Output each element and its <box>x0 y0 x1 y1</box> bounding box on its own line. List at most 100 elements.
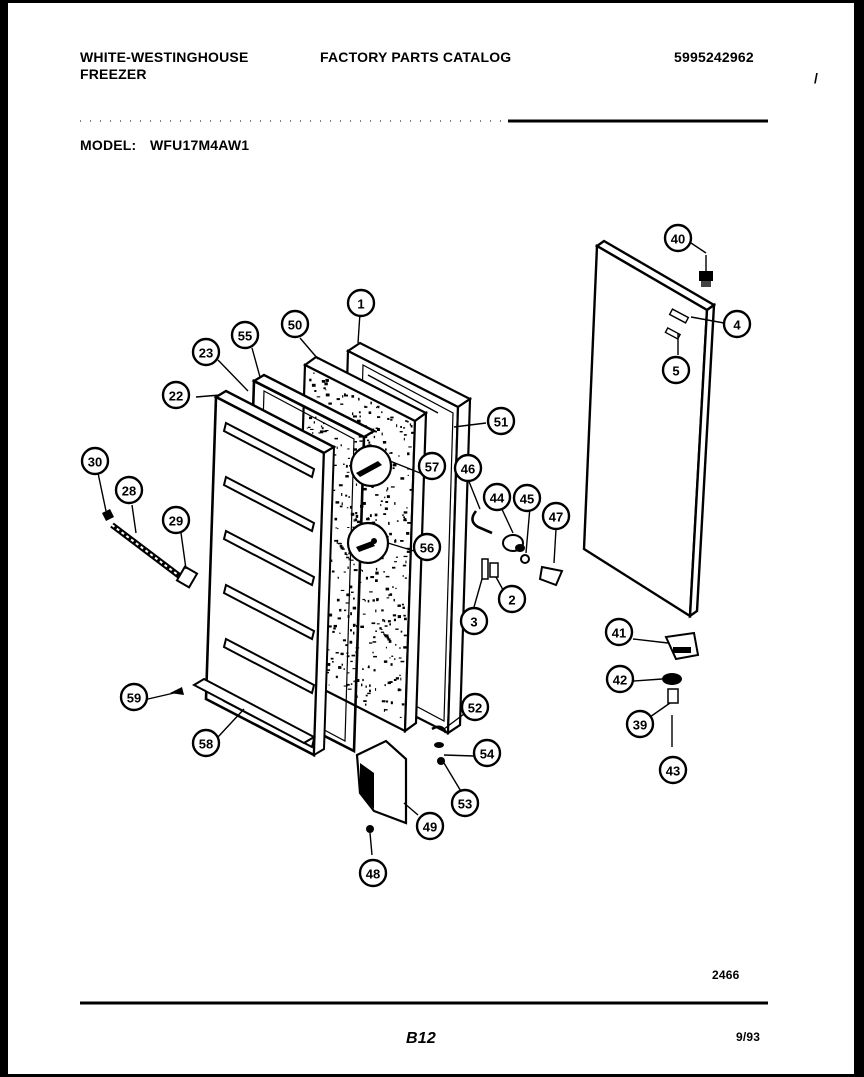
foam-speck <box>341 502 343 506</box>
foam-speck <box>375 427 379 429</box>
callout-55: 55 <box>230 320 260 350</box>
foam-speck <box>371 622 376 625</box>
foam-speck <box>354 441 357 443</box>
foam-speck <box>347 566 349 569</box>
foam-speck <box>387 681 391 685</box>
foam-speck <box>393 679 397 681</box>
foam-speck <box>392 463 397 467</box>
foam-speck <box>306 427 308 429</box>
foam-speck <box>373 669 376 672</box>
callout-label: 48 <box>366 867 380 882</box>
foam-speck <box>332 630 335 633</box>
foam-speck <box>361 569 363 572</box>
foam-speck <box>328 684 330 686</box>
foam-speck <box>403 427 406 429</box>
callout-label: 55 <box>238 329 252 344</box>
handle-rod-assembly <box>102 509 199 589</box>
margin-mark: / <box>814 70 818 86</box>
foam-speck <box>340 403 344 405</box>
foam-speck <box>408 446 412 448</box>
foam-speck <box>340 652 344 656</box>
foam-speck <box>374 513 378 517</box>
foam-speck <box>394 561 397 563</box>
foam-speck <box>349 559 354 561</box>
foam-speck <box>335 652 339 654</box>
foam-speck <box>389 681 393 683</box>
foam-speck <box>399 431 403 433</box>
foam-speck <box>384 507 388 510</box>
foam-speck <box>389 532 392 536</box>
foam-speck <box>373 435 376 439</box>
foam-speck <box>403 614 406 617</box>
foam-speck <box>349 585 353 589</box>
foam-speck <box>328 625 332 628</box>
foam-speck <box>395 628 399 630</box>
foam-speck <box>347 448 350 450</box>
foam-speck <box>395 644 397 646</box>
callout-49: 49 <box>415 811 445 841</box>
foam-speck <box>382 441 387 444</box>
callout-30: 30 <box>80 446 110 476</box>
foam-speck <box>336 398 340 401</box>
shelf-rail <box>222 475 316 533</box>
foam-speck <box>384 684 386 687</box>
callout-label: 4 <box>733 318 741 333</box>
foam-speck <box>333 624 337 628</box>
foam-speck <box>386 495 390 498</box>
foam-speck <box>393 598 395 602</box>
foam-speck <box>395 677 399 680</box>
foam-speck <box>351 654 356 657</box>
callout-label: 56 <box>420 541 434 556</box>
foam-speck <box>372 599 375 602</box>
foam-speck <box>385 501 389 503</box>
foam-speck <box>353 631 355 635</box>
foam-speck <box>381 411 383 414</box>
callout-label: 47 <box>549 510 563 525</box>
foam-speck <box>334 437 338 440</box>
foam-speck <box>344 552 347 555</box>
foam-speck <box>365 703 367 706</box>
foam-speck <box>330 657 334 660</box>
callout-22: 22 <box>161 380 191 410</box>
foam-speck <box>365 694 368 697</box>
shelf-rail <box>222 583 316 641</box>
foam-speck <box>385 587 390 591</box>
foam-speck <box>330 559 333 562</box>
foam-speck <box>394 502 396 505</box>
foam-speck <box>328 613 333 617</box>
foam-speck <box>352 412 354 416</box>
foam-speck <box>380 500 383 502</box>
foam-speck <box>398 657 402 659</box>
foam-speck <box>383 571 385 573</box>
foam-speck <box>394 539 397 542</box>
foam-speck <box>390 701 393 705</box>
foam-speck <box>316 396 321 398</box>
foam-speck <box>355 512 358 515</box>
foam-speck <box>397 604 401 607</box>
foam-speck <box>321 380 325 383</box>
foam-speck <box>349 505 353 509</box>
callout-label: 2 <box>508 593 515 608</box>
foam-speck <box>369 591 373 593</box>
foam-speck <box>402 564 407 567</box>
foam-speck <box>335 501 340 504</box>
foam-speck <box>395 556 398 558</box>
foam-speck <box>400 677 402 681</box>
callout-label: 23 <box>199 346 213 361</box>
foam-speck <box>382 619 384 622</box>
catalog-title: FACTORY PARTS CATALOG <box>320 49 512 65</box>
foam-speck <box>350 512 355 516</box>
foam-speck <box>383 632 385 635</box>
foam-speck <box>337 539 339 542</box>
foam-speck <box>359 415 361 418</box>
callout-54: 54 <box>472 738 502 768</box>
foam-speck <box>405 560 407 564</box>
door-hardware <box>170 510 700 833</box>
foam-speck <box>355 483 358 486</box>
foam-speck <box>385 646 387 649</box>
callout-label: 52 <box>468 701 482 716</box>
foam-speck <box>397 615 401 619</box>
foam-speck <box>390 416 394 419</box>
foam-speck <box>400 630 403 633</box>
foam-speck <box>309 416 313 420</box>
